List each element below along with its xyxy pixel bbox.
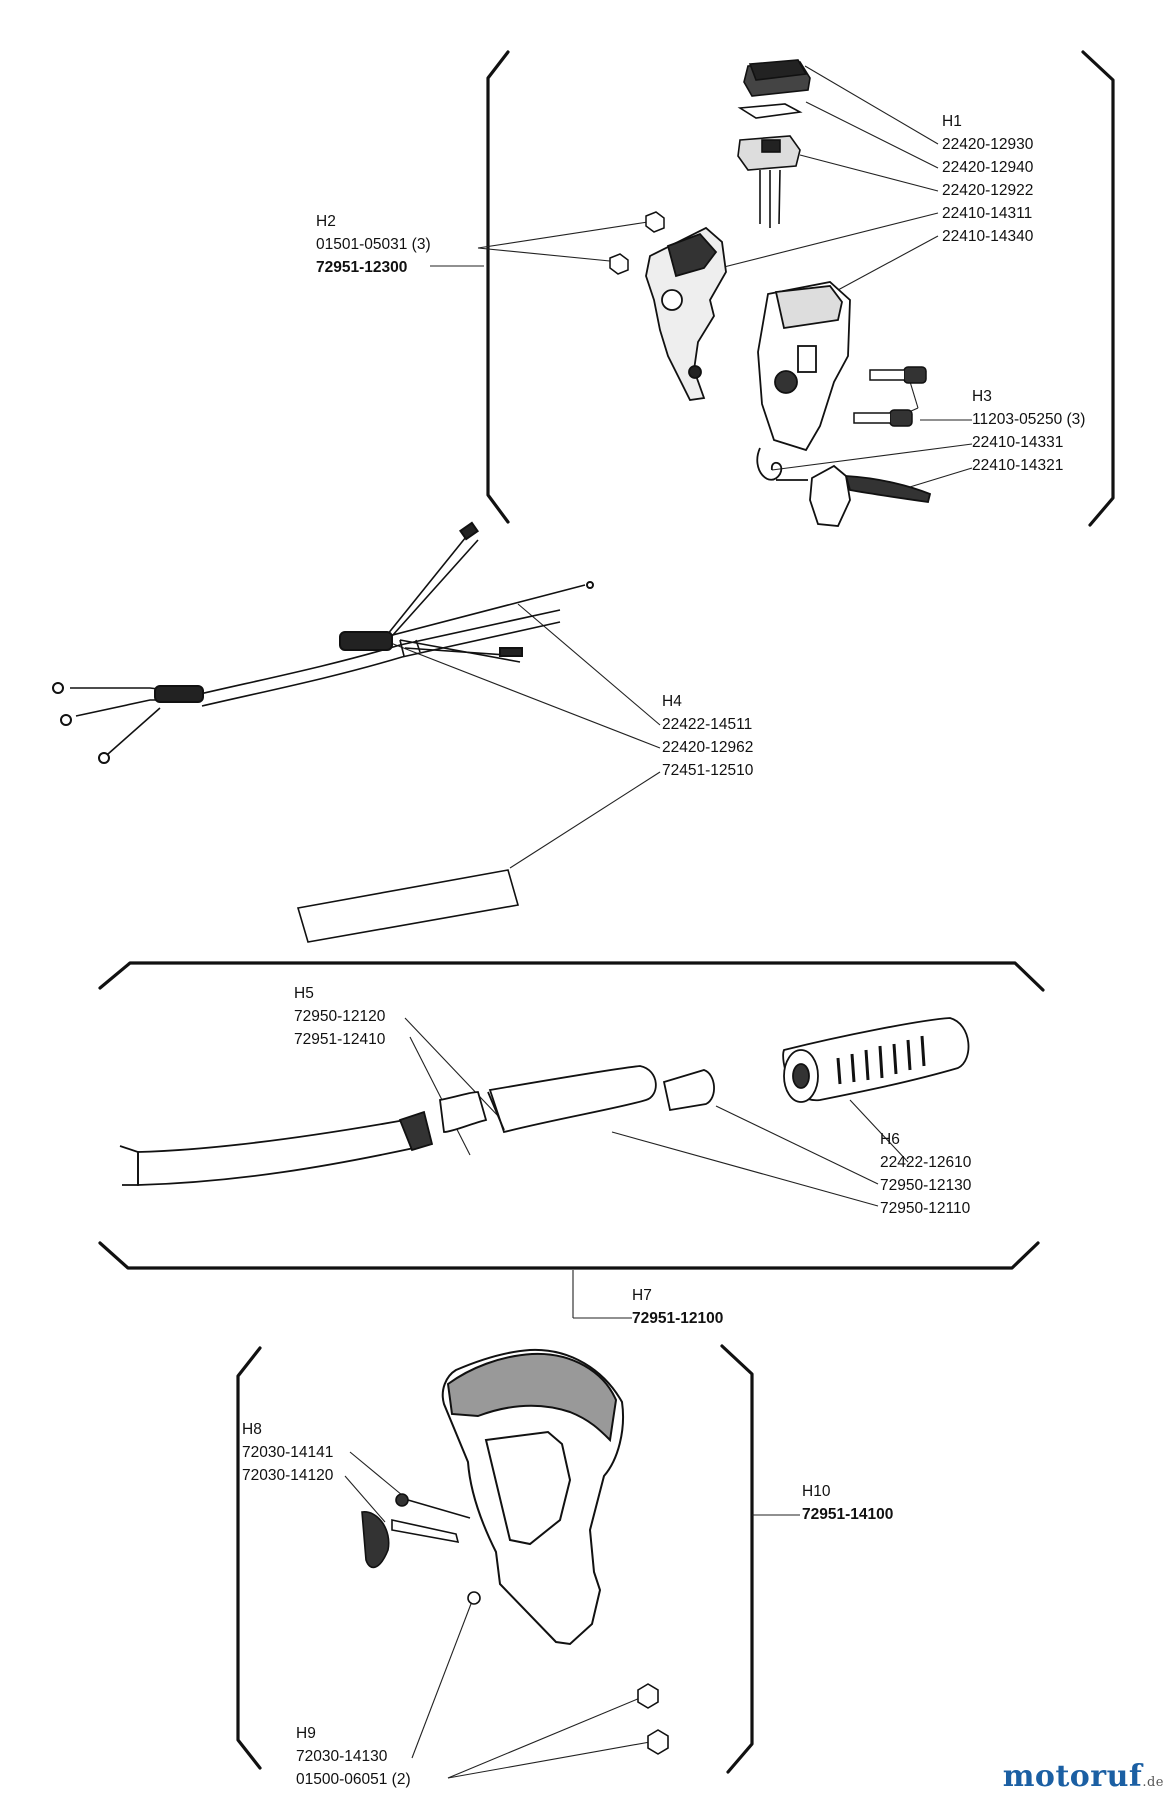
assembly-part-number: 72951-12300 bbox=[316, 259, 408, 276]
part-number: 72951-12410 bbox=[294, 1031, 386, 1048]
part-number: 22420-12922 bbox=[942, 182, 1034, 199]
throttle-tube bbox=[488, 1065, 657, 1134]
assembly-part-number: 72951-14100 bbox=[802, 1506, 894, 1523]
switch-body bbox=[737, 135, 801, 171]
group-id-h5: H5 bbox=[294, 985, 314, 1002]
part-number: 72030-14130 bbox=[296, 1748, 388, 1765]
part-number: 01500-06051 (2) bbox=[296, 1771, 411, 1788]
bracket-bottom-left bbox=[236, 1346, 262, 1770]
group-id-h7: H7 bbox=[632, 1287, 652, 1304]
watermark-tld: .de bbox=[1142, 1775, 1164, 1790]
group-id-h8: H8 bbox=[242, 1421, 262, 1438]
part-number: 22410-14311 bbox=[942, 205, 1033, 222]
grip-cap bbox=[662, 1069, 715, 1112]
bracket-mid-top bbox=[98, 961, 1045, 992]
callout-h5: H5 72950-12120 72951-12410 bbox=[294, 982, 385, 1051]
part-number: 72451-12510 bbox=[662, 762, 754, 779]
group-id-h10: H10 bbox=[802, 1483, 831, 1500]
callout-h9: H9 72030-14130 01500-06051 (2) bbox=[296, 1722, 411, 1791]
label-plate bbox=[296, 869, 520, 943]
group-id-h3: H3 bbox=[972, 388, 992, 405]
group-id-h2: H2 bbox=[316, 213, 336, 230]
part-number: 72950-12120 bbox=[294, 1008, 386, 1025]
switch-gasket bbox=[737, 103, 803, 119]
callout-h3: H3 11203-05250 (3) 22410-14331 22410-143… bbox=[972, 385, 1085, 477]
part-number: 11203-05250 (3) bbox=[972, 411, 1086, 428]
shaft-tube bbox=[137, 1118, 416, 1186]
bracket-mid-bottom bbox=[98, 1241, 1040, 1270]
group-id-h1: H1 bbox=[942, 113, 962, 130]
group-id-h6: H6 bbox=[880, 1131, 900, 1148]
bracket-top-right bbox=[1081, 50, 1115, 527]
callout-h2: H2 01501-05031 (3) 72951-12300 bbox=[316, 210, 431, 279]
callout-h6: H6 22422-12610 72950-12130 72950-12110 bbox=[880, 1128, 971, 1220]
part-number: 22410-14331 bbox=[972, 434, 1064, 451]
part-number: 22410-14340 bbox=[942, 228, 1034, 245]
callout-h10: H10 72951-14100 bbox=[802, 1480, 893, 1526]
part-number: 22422-14511 bbox=[662, 716, 753, 733]
knob-bolt bbox=[391, 1519, 460, 1544]
torsion-spring bbox=[756, 447, 808, 481]
callout-h4: H4 22422-14511 22420-12962 72451-12510 bbox=[662, 690, 753, 782]
bracket-bottom-right bbox=[720, 1344, 754, 1774]
part-number: 22422-12610 bbox=[880, 1154, 972, 1171]
part-number: 72950-12110 bbox=[880, 1200, 971, 1217]
thumb-knob bbox=[361, 1511, 390, 1569]
callout-h7: H7 72951-12100 bbox=[632, 1284, 723, 1330]
group-id-h9: H9 bbox=[296, 1725, 316, 1742]
part-number: 22410-14321 bbox=[972, 457, 1064, 474]
bracket-top-left bbox=[486, 50, 510, 524]
callout-h1: H1 22420-12930 22420-12940 22420-12922 2… bbox=[942, 110, 1033, 248]
part-number: 72030-14120 bbox=[242, 1467, 334, 1484]
part-number: 72950-12130 bbox=[880, 1177, 972, 1194]
callout-h8: H8 72030-14141 72030-14120 bbox=[242, 1418, 333, 1487]
part-number: 22420-12940 bbox=[942, 159, 1034, 176]
part-number: 01501-05031 (3) bbox=[316, 236, 431, 253]
part-number: 22420-12930 bbox=[942, 136, 1034, 153]
watermark-brand: motoruf bbox=[1002, 1759, 1143, 1794]
trigger-lever bbox=[809, 464, 851, 527]
part-number: 72030-14141 bbox=[242, 1444, 334, 1461]
group-id-h4: H4 bbox=[662, 693, 682, 710]
part-number: 22420-12962 bbox=[662, 739, 754, 756]
assembly-part-number: 72951-12100 bbox=[632, 1310, 724, 1327]
watermark-logo: motoruf.de bbox=[1003, 1759, 1164, 1794]
